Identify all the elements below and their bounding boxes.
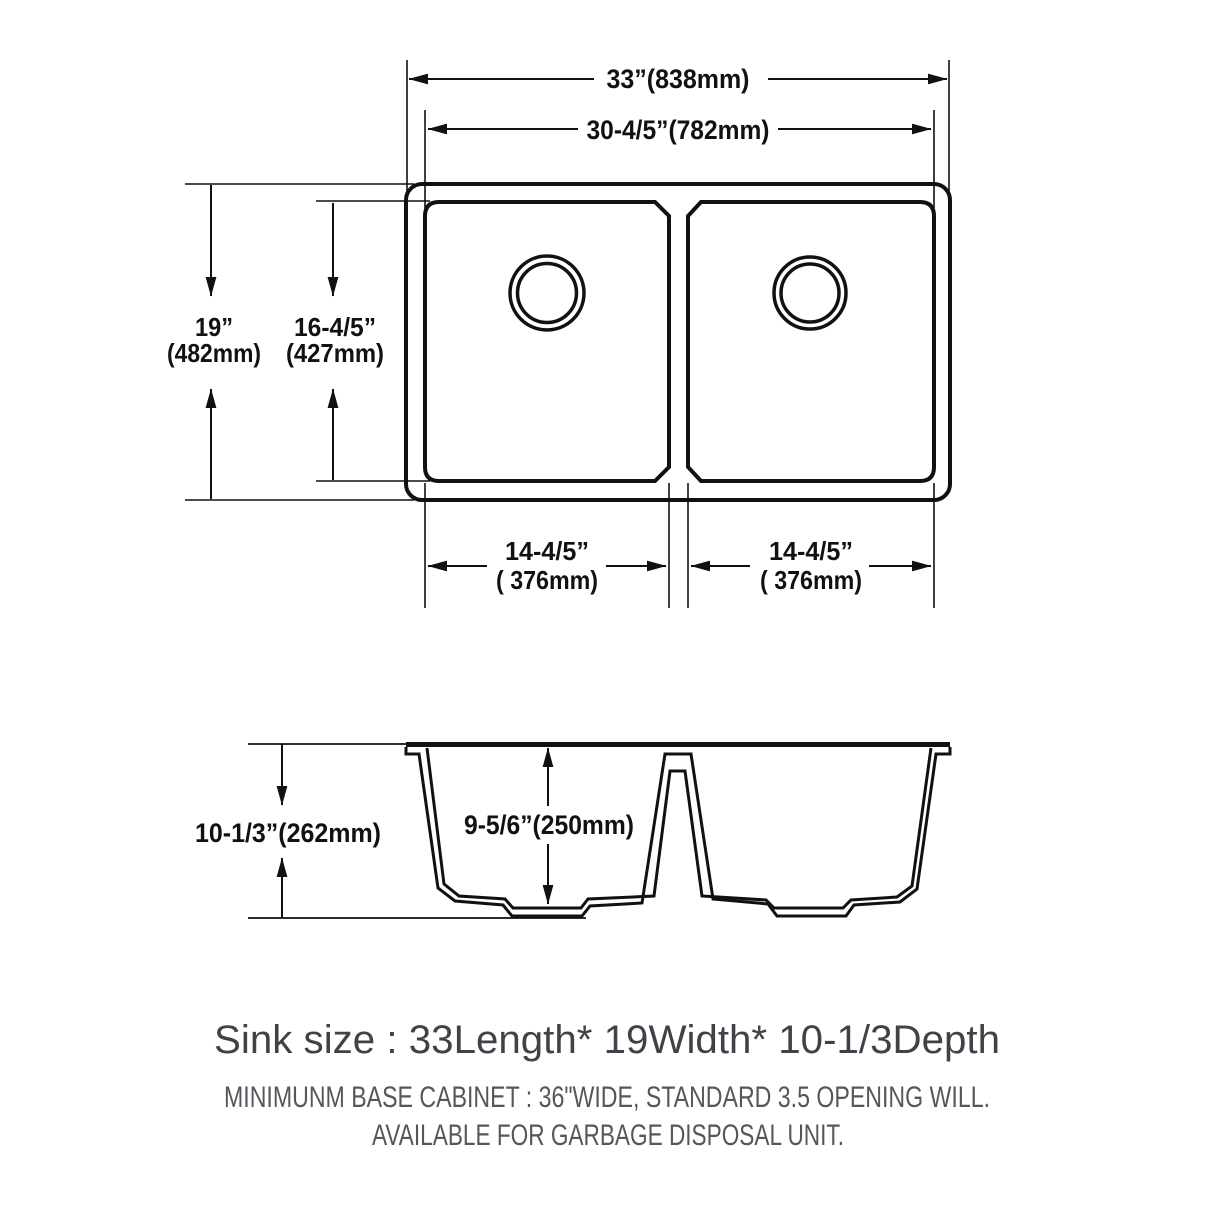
right-drain-inner-ring: [779, 262, 841, 324]
rim-top-bar: [406, 742, 950, 747]
dim-right-bowl-width: 14-4/5” ( 376mm): [687, 483, 935, 608]
dim-overall-depth-label-line1: 19”: [195, 312, 233, 342]
dim-inner-depth-label-line1: 16-4/5”: [294, 312, 376, 342]
cabinet-note-line1: MINIMUNM BASE CABINET : 36"WIDE, STANDAR…: [224, 1081, 990, 1114]
dim-inner-depth-label-line2: (427mm): [286, 338, 384, 368]
dim-overall-height-label: 10-1/3”(262mm): [195, 818, 381, 848]
dim-left-bowl-width: 14-4/5” ( 376mm): [424, 483, 670, 608]
caption: Sink size : 33Length* 19Width* 10-1/3Dep…: [214, 1018, 1000, 1152]
dim-right-bowl-label-line2: ( 376mm): [760, 565, 862, 595]
section-inner-contour: [425, 747, 933, 910]
left-drain-outer-ring: [508, 254, 586, 332]
dim-inner-depth: 16-4/5” (427mm): [286, 200, 430, 482]
top-view: 33”(838mm) 30-4/5”(782mm) 19” (482mm) 16…: [167, 60, 952, 608]
left-drain-inner-ring: [515, 261, 579, 325]
dim-left-bowl-label-line2: ( 376mm): [496, 565, 598, 595]
dim-bowl-depth: 9-5/6”(250mm): [464, 747, 634, 905]
dim-overall-width-label: 33”(838mm): [607, 64, 750, 94]
sink-outer-rim: [404, 182, 952, 502]
side-view: 10-1/3”(262mm) 9-5/6”(250mm): [195, 742, 952, 919]
dim-overall-depth-label-line2: (482mm): [167, 338, 261, 368]
sink-size-title: Sink size : 33Length* 19Width* 10-1/3Dep…: [214, 1018, 1000, 1062]
dim-overall-depth: 19” (482mm): [167, 183, 414, 501]
dim-bowl-depth-label: 9-5/6”(250mm): [464, 810, 634, 840]
dim-overall-height: 10-1/3”(262mm): [195, 744, 381, 918]
right-drain-outer-ring: [772, 255, 848, 331]
dim-left-bowl-label-line1: 14-4/5”: [505, 536, 589, 566]
dim-right-bowl-label-line1: 14-4/5”: [769, 536, 853, 566]
cabinet-note-line2: AVAILABLE FOR GARBAGE DISPOSAL UNIT.: [372, 1119, 844, 1152]
dim-inner-width: 30-4/5”(782mm): [424, 110, 935, 208]
section-outer-contour: [404, 747, 952, 918]
right-bowl: [686, 200, 936, 483]
left-bowl: [423, 200, 671, 483]
dim-inner-width-label: 30-4/5”(782mm): [587, 115, 770, 145]
dim-overall-width: 33”(838mm): [406, 60, 950, 196]
